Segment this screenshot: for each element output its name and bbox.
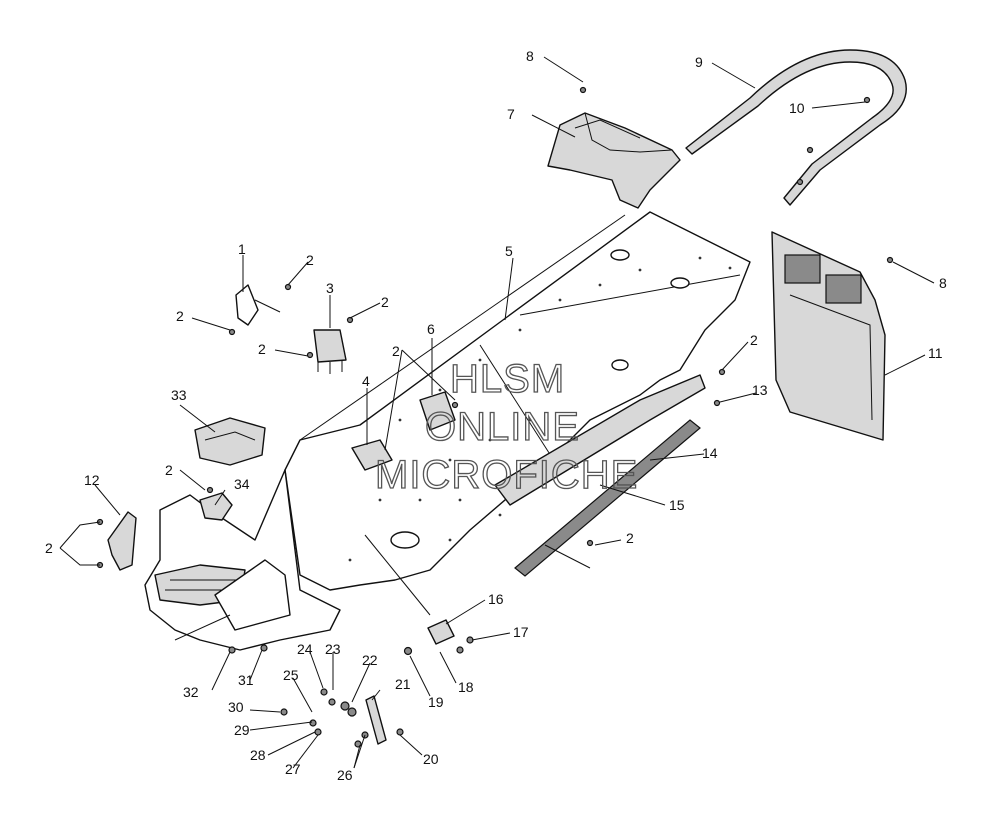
callout-31: 31 xyxy=(238,672,254,688)
callout-15: 15 xyxy=(669,497,685,513)
callout-2: 2 xyxy=(381,294,389,310)
watermark-line-1: HLSM xyxy=(450,357,565,401)
callout-2: 2 xyxy=(750,332,758,348)
callout-2: 2 xyxy=(392,343,400,359)
watermark-line-2: ONLINE xyxy=(425,405,580,449)
link-part-21 xyxy=(365,695,387,745)
callout-30: 30 xyxy=(228,699,244,715)
front-frame xyxy=(144,469,341,651)
callout-2: 2 xyxy=(626,530,634,546)
hardware-fasteners xyxy=(96,86,894,748)
callout-21: 21 xyxy=(395,676,411,692)
callout-24: 24 xyxy=(297,641,313,657)
callout-22: 22 xyxy=(362,652,378,668)
callout-3: 3 xyxy=(326,280,334,296)
watermark: HLSM ONLINE MICROFICHE xyxy=(374,356,638,497)
callout-7: 7 xyxy=(507,106,515,122)
callout-10: 10 xyxy=(789,100,805,116)
callout-16: 16 xyxy=(488,591,504,607)
callout-17: 17 xyxy=(513,624,529,640)
tunnel-part-5 xyxy=(284,211,751,591)
callout-25: 25 xyxy=(283,667,299,683)
callout-13: 13 xyxy=(752,382,768,398)
bracket-part-34 xyxy=(199,492,233,521)
callout-labels: 8 7 9 10 8 11 5 1 2 2 3 2 2 6 2 4 2 13 1… xyxy=(45,48,947,783)
callout-2: 2 xyxy=(306,252,314,268)
leader-lines xyxy=(59,56,935,769)
callout-32: 32 xyxy=(183,684,199,700)
callout-18: 18 xyxy=(458,679,474,695)
callout-27: 27 xyxy=(285,761,301,777)
callout-1: 1 xyxy=(238,241,246,257)
callout-8: 8 xyxy=(939,275,947,291)
callout-2: 2 xyxy=(176,308,184,324)
callout-8: 8 xyxy=(526,48,534,64)
callout-11: 11 xyxy=(928,345,943,361)
callout-33: 33 xyxy=(171,387,187,403)
rear-bumper-part-9 xyxy=(685,49,907,206)
rear-cover-part-7 xyxy=(547,112,681,209)
bracket-part-12 xyxy=(107,511,137,571)
callout-6: 6 xyxy=(427,321,435,337)
block-part-4 xyxy=(351,439,393,471)
callout-2: 2 xyxy=(258,341,266,357)
callout-19: 19 xyxy=(428,694,444,710)
callout-28: 28 xyxy=(250,747,266,763)
bracket-part-6 xyxy=(419,391,456,431)
bracket-part-1 xyxy=(235,284,281,326)
callout-5: 5 xyxy=(505,243,513,259)
plate-part-16 xyxy=(427,619,455,645)
callout-9: 9 xyxy=(695,54,703,70)
bracket-part-3 xyxy=(313,329,347,374)
callout-26: 26 xyxy=(337,767,353,783)
callout-34: 34 xyxy=(234,476,250,492)
callout-14: 14 xyxy=(702,445,718,461)
watermark-line-3: MICROFICHE xyxy=(375,453,638,497)
snow-flap-part-11 xyxy=(771,231,886,441)
callout-12: 12 xyxy=(84,472,100,488)
callout-2: 2 xyxy=(165,462,173,478)
rail-part-15 xyxy=(494,374,706,506)
callout-2: 2 xyxy=(45,540,53,556)
slide-rail-part-14 xyxy=(514,419,701,577)
callout-29: 29 xyxy=(234,722,250,738)
callout-4: 4 xyxy=(362,373,370,389)
callout-23: 23 xyxy=(325,641,341,657)
callout-20: 20 xyxy=(423,751,439,767)
